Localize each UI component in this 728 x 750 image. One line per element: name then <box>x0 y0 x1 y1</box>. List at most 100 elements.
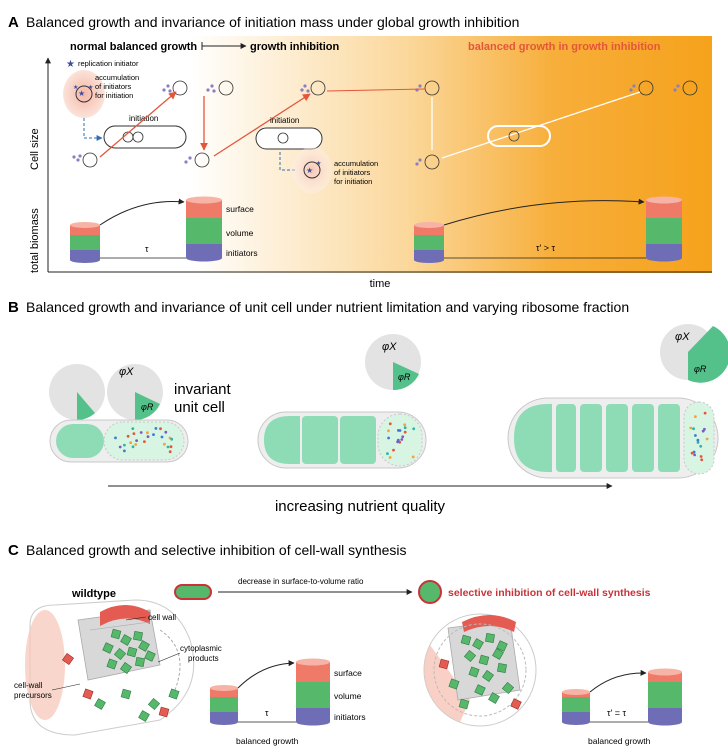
product-cube <box>135 657 145 667</box>
small-cell-icon <box>638 80 654 96</box>
panel-a: A Balanced growth and invariance of init… <box>8 14 712 290</box>
balanced-growth-label-left: balanced growth <box>236 736 299 746</box>
invariant-label-1: invariant <box>174 381 232 398</box>
product-cube <box>82 688 94 700</box>
molecule-dot <box>387 429 390 433</box>
molecule-dot <box>388 422 392 426</box>
cytoplasmic-product-cubes-sphere <box>438 633 522 710</box>
molecule-dot <box>146 435 150 438</box>
molecule-dot <box>401 435 405 439</box>
accumulation-label-2b: of initiators <box>334 168 371 177</box>
product-cube <box>147 697 161 711</box>
product-cube <box>106 658 118 670</box>
molecule-dot <box>152 433 155 436</box>
precursors-label-2: precursors <box>14 691 52 700</box>
cell-1-unit <box>56 424 104 458</box>
initiation-cell-middle <box>255 127 323 150</box>
biomass-growth-arrow-right <box>443 198 645 226</box>
panel-b: B Balanced growth and invariance of unit… <box>8 299 728 515</box>
panel-c: C Balanced growth and selective inhibiti… <box>8 542 682 746</box>
molecule-dot <box>392 448 395 452</box>
molecule-dot <box>143 440 146 443</box>
accumulation-glow-left <box>63 70 105 118</box>
product-cube <box>492 648 504 660</box>
tau-label: τ <box>145 244 149 254</box>
spherical-cell-cutaway <box>423 613 537 727</box>
biomass-stack-c-small-right <box>562 689 590 725</box>
phi-r-label-3: φR <box>694 364 707 374</box>
phi-x-label-2: φX <box>382 341 397 353</box>
molecule-dot <box>703 411 707 415</box>
chromosome-icon <box>75 85 93 103</box>
product-cube <box>102 642 114 654</box>
panel-c-title: Balanced growth and selective inhibition… <box>26 542 407 558</box>
initiation-label-middle: initiation <box>270 116 299 125</box>
panel-a-title: Balanced growth and invariance of initia… <box>26 14 519 30</box>
accumulation-label-2: of initiators <box>95 82 132 91</box>
product-cube <box>120 634 132 646</box>
product-cube <box>496 640 508 652</box>
cell-size-axis-label: Cell size <box>29 128 41 170</box>
cell-3-units <box>514 404 680 472</box>
accumulation-arrow-left <box>83 118 103 141</box>
molecule-dot <box>132 432 136 435</box>
molecule-dot <box>690 451 694 455</box>
invariant-label-2: unit cell <box>174 399 225 416</box>
phi-x-label-1: φX <box>119 366 134 378</box>
molecule-dot <box>700 458 704 462</box>
accumulation-label-1: accumulation <box>95 73 139 82</box>
small-cell-icon <box>424 80 440 96</box>
molecule-dot <box>118 445 122 449</box>
product-cube <box>468 666 480 678</box>
product-cube <box>478 654 490 666</box>
balanced-growth-label-right: balanced growth <box>588 736 651 746</box>
biomass-stack-c-large-left <box>296 658 330 726</box>
product-cube <box>168 688 180 700</box>
phi-r-label-2: φR <box>398 372 411 382</box>
initiator-star-icon: ★ <box>78 89 85 98</box>
molecule-dot <box>388 456 392 459</box>
molecule-dot <box>168 450 172 454</box>
product-cube <box>110 628 122 640</box>
panel-b-letter: B <box>8 299 19 316</box>
product-cube <box>482 670 494 682</box>
selective-inhibition-label: selective inhibition of cell-wall synthe… <box>448 587 651 599</box>
accumulation-arrow-middle <box>279 152 296 171</box>
molecule-dot <box>139 431 143 434</box>
initiator-star-icon: ★ <box>88 84 93 91</box>
molecule-dot <box>692 427 695 431</box>
product-cube <box>126 646 138 658</box>
molecule-dot <box>396 440 399 444</box>
small-cell-icon <box>82 152 98 168</box>
accumulation-label-3: for initiation <box>95 91 133 100</box>
panel-b-title: Balanced growth and invariance of unit c… <box>26 299 629 315</box>
spherical-cell-icon <box>418 580 442 604</box>
tau-equal-label: τ' = τ <box>607 708 627 718</box>
ribosome-fraction-slice-4 <box>688 326 728 383</box>
product-cube <box>463 649 477 663</box>
accumulation-label-1b: accumulation <box>334 159 378 168</box>
product-cube <box>144 650 156 662</box>
molecule-dot <box>412 427 416 431</box>
stack-surface-label-c: surface <box>334 668 362 678</box>
initiation-cell-left <box>103 125 187 149</box>
molecule-dot <box>126 434 130 438</box>
nutrient-quality-label: increasing nutrient quality <box>275 498 446 515</box>
accumulation-glow-middle <box>292 147 332 193</box>
initiation-cell-right <box>487 125 551 147</box>
wildtype-label: wildtype <box>71 588 116 600</box>
molecule-dot <box>403 430 407 434</box>
molecule-dot <box>134 443 138 446</box>
cytoplasmic-label-1: cytoplasmic <box>180 644 222 653</box>
product-cube <box>438 658 450 670</box>
stack-volume-label-c: volume <box>334 691 362 701</box>
biomass-growth-arrow <box>99 198 185 226</box>
wildtype-cell-icon <box>174 584 212 600</box>
molecule-dot <box>154 427 158 430</box>
molecule-dot <box>123 443 126 447</box>
stack-volume-label: volume <box>226 228 254 238</box>
chromosome-icon <box>277 132 289 144</box>
cell-wall-pointer <box>125 616 147 621</box>
molecule-dot <box>164 430 168 434</box>
molecule-dot <box>699 444 703 448</box>
